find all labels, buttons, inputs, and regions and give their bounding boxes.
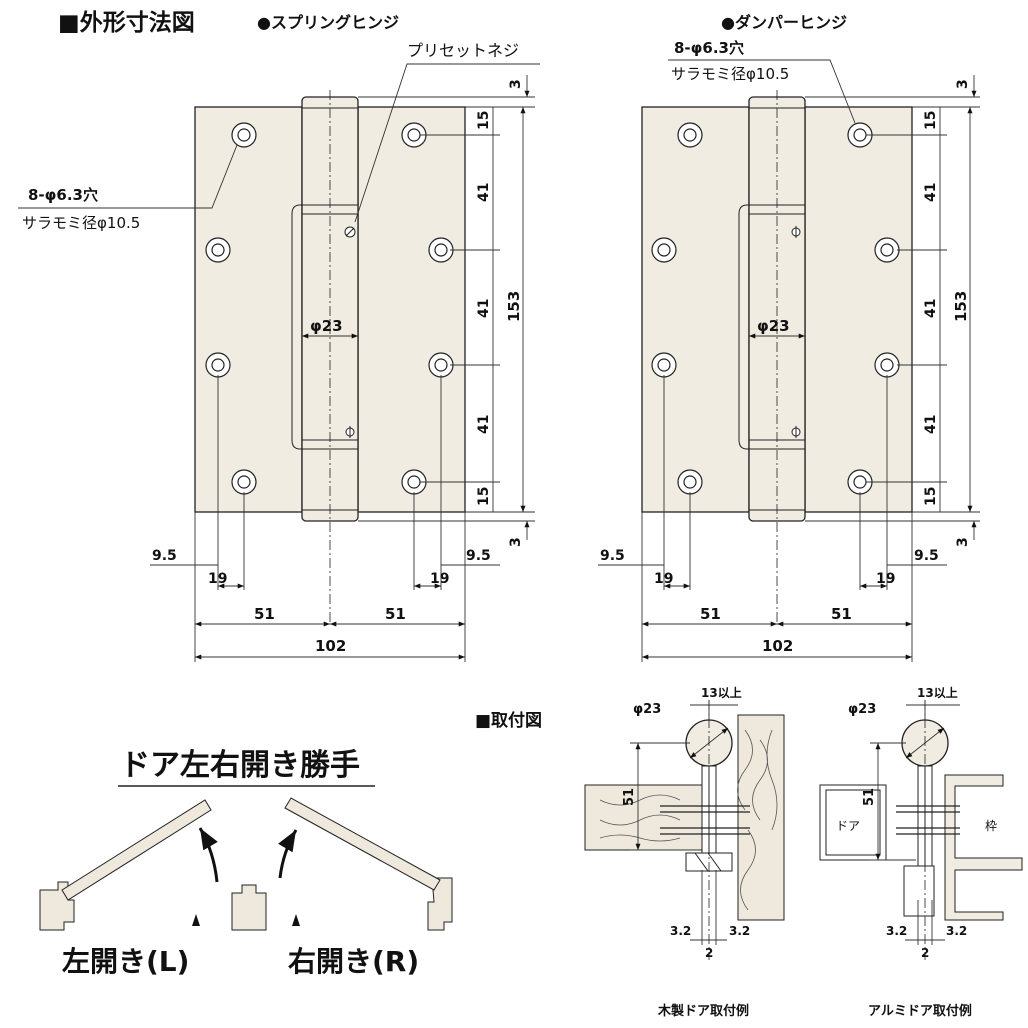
left-open-label: 左開き(L) <box>62 945 189 978</box>
damper-left-leaf <box>641 106 750 513</box>
damper-horizontal-dims <box>598 375 947 662</box>
spring-dim-half-r: 51 <box>385 605 406 623</box>
spring-dim-41-a: 41 <box>476 183 492 202</box>
damper-vertical-dims <box>805 75 980 540</box>
damper-hole-spec: 8-φ6.3穴 <box>674 39 744 57</box>
spring-barrel-dia: φ23 <box>310 317 343 335</box>
door-hand-diagram: ドア左右開き勝手 左開き(L) 右開き(R) <box>39 748 453 978</box>
alu-frame-section <box>944 774 1023 921</box>
spring-dim-top: 3 <box>508 79 524 89</box>
damper-hinge-drawing: φ23 8-φ6.3穴 サラモミ径φ10.5 3 15 41 41 41 15 … <box>598 39 980 662</box>
damper-dim-top: 3 <box>955 79 971 89</box>
spring-dim-edge-l: 9.5 <box>152 548 177 564</box>
alu-dim-d3: 2 <box>921 946 929 960</box>
spring-dim-41-c: 41 <box>476 415 492 434</box>
damper-dim-total: 102 <box>762 637 793 655</box>
spring-dim-15-bottom: 15 <box>476 487 492 506</box>
spring-left-leaf <box>194 106 303 513</box>
spring-right-leaf <box>357 106 466 513</box>
damper-countersink: サラモミ径φ10.5 <box>671 65 789 83</box>
spring-dim-total: 102 <box>315 637 346 655</box>
wood-dim-d1: 3.2 <box>670 924 691 938</box>
wood-dim-d2: 3.2 <box>729 924 750 938</box>
damper-dim-edge-r: 9.5 <box>914 548 939 564</box>
spring-dim-bottom: 3 <box>508 537 524 547</box>
alu-frame-label: 枠 <box>985 819 997 833</box>
alu-mount-example: 51 ドア 枠 φ23 13以上 3.2 3.2 2 アルミドア取付例 <box>819 685 1023 1019</box>
spring-dim-hole-r: 19 <box>430 571 449 587</box>
spring-hole-spec: 8-φ6.3穴 <box>28 186 98 204</box>
spring-dim-15-top: 15 <box>476 111 492 130</box>
alu-door-section <box>819 784 887 861</box>
damper-right-leaf <box>804 106 913 513</box>
damper-dim-41-a: 41 <box>923 183 939 202</box>
damper-dim-hole-r: 19 <box>876 571 895 587</box>
right-frame <box>427 877 453 931</box>
preset-screw-label: プリセットネジ <box>407 41 519 60</box>
damper-dim-edge-l: 9.5 <box>600 548 625 564</box>
wood-dim-d3: 2 <box>705 946 713 960</box>
alu-door-label: ドア <box>836 819 860 833</box>
wood-dim-dia: φ23 <box>633 702 661 717</box>
wood-dim-clearance: 13以上 <box>701 685 742 700</box>
alu-caption: アルミドア取付例 <box>868 1003 972 1019</box>
left-door-leaf <box>61 799 212 901</box>
damper-dim-half-r: 51 <box>831 605 852 623</box>
alu-dim-dia: φ23 <box>848 702 876 717</box>
wood-caption: 木製ドア取付例 <box>657 1003 749 1019</box>
damper-dim-15-top: 15 <box>923 111 939 130</box>
spring-dim-edge-r: 9.5 <box>466 548 491 564</box>
alu-dim-clearance: 13以上 <box>917 685 958 700</box>
damper-dim-hole-l: 19 <box>654 571 673 587</box>
damper-dim-bottom: 3 <box>955 537 971 547</box>
damper-total-height: 153 <box>952 291 970 322</box>
mounting-heading: ■取付図 <box>475 710 542 731</box>
damper-hinge-heading: ●ダンパーヒンジ <box>721 13 847 32</box>
alu-dim-d2: 3.2 <box>946 924 967 938</box>
spring-dim-half-l: 51 <box>254 605 275 623</box>
alu-dim-height: 51 <box>862 788 877 806</box>
spring-hinge-heading: ●スプリングヒンジ <box>257 13 399 32</box>
right-door-leaf <box>284 797 441 891</box>
damper-dim-41-b: 41 <box>923 299 939 318</box>
center-stop <box>231 884 267 931</box>
outline-heading: ■外形寸法図 <box>58 9 195 36</box>
spring-dim-hole-l: 19 <box>208 571 227 587</box>
spring-horizontal-dims <box>150 375 500 662</box>
damper-barrel-dia: φ23 <box>757 317 790 335</box>
alu-dim-d1: 3.2 <box>886 924 907 938</box>
wood-frame-section <box>737 714 785 921</box>
spring-total-height: 153 <box>505 291 523 322</box>
door-hand-title: ドア左右開き勝手 <box>120 748 360 783</box>
spring-hinge-drawing: φ23 プリセットネジ 8-φ6.3穴 サラモミ径φ10.5 3 15 41 4… <box>18 41 540 662</box>
wood-dim-height: 51 <box>622 788 637 806</box>
spring-vertical-dims <box>358 75 535 540</box>
wood-mount-example: 51 φ23 13以上 3.2 3.2 2 木製ドア取付例 <box>584 685 785 1019</box>
damper-dim-41-c: 41 <box>923 415 939 434</box>
damper-dim-15-bottom: 15 <box>923 487 939 506</box>
damper-dim-half-l: 51 <box>700 605 721 623</box>
right-open-label: 右開き(R) <box>288 945 419 978</box>
spring-dim-41-b: 41 <box>476 299 492 318</box>
spring-countersink: サラモミ径φ10.5 <box>22 214 140 232</box>
